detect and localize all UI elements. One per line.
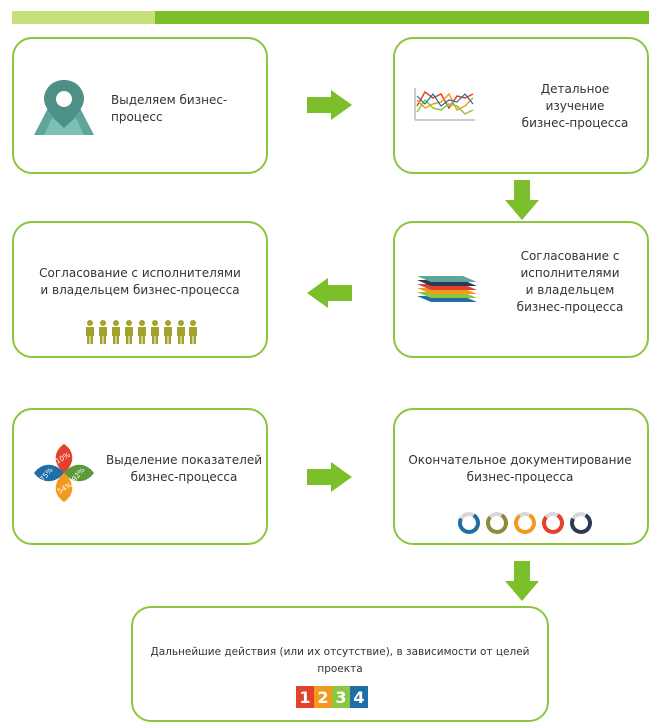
step-1-text: Выделяем бизнес-процесс <box>111 93 228 124</box>
step-6-box <box>393 408 649 545</box>
step-3-text: Согласование с исполнителями и владельце… <box>500 248 640 316</box>
number-3: 3 <box>335 688 346 707</box>
number-4: 4 <box>353 688 364 707</box>
step-3-line-4: бизнес-процесса <box>516 300 624 314</box>
step-2-line-1: Детальное изучение <box>540 82 610 113</box>
ring-icon <box>542 512 564 534</box>
step-2-line-2: бизнес-процесса <box>521 116 629 130</box>
step-4-line-1: Согласование с исполнителями <box>39 266 241 280</box>
progress-bar-light <box>12 11 155 24</box>
ring-row <box>458 512 592 534</box>
step-5-line-2: бизнес-процесса <box>130 470 238 484</box>
stacked-layers-icon <box>417 276 477 302</box>
step-6-line-2: бизнес-процесса <box>466 470 574 484</box>
step-3-line-2: исполнителями <box>520 266 620 280</box>
petal-diagram-icon: 10% 92% 75% 54% <box>34 444 94 502</box>
arrow-right-icon <box>307 462 352 492</box>
number-2: 2 <box>317 688 328 707</box>
ring-icon <box>514 512 536 534</box>
step-5-text: Выделение показателей бизнес-процесса <box>104 452 264 486</box>
step-4-line-2: и владельцем бизнес-процесса <box>40 283 240 297</box>
map-pin-icon <box>34 80 94 135</box>
arrow-down-icon <box>505 561 539 601</box>
ring-icon <box>458 512 480 534</box>
progress-bar-dark <box>155 11 649 24</box>
line-chart-icon <box>414 88 475 121</box>
step-5-line-1: Выделение показателей <box>105 453 263 467</box>
step-4-text: Согласование с исполнителями и владельце… <box>20 265 260 299</box>
step-2-box <box>393 37 649 174</box>
numbers-icon: 1 2 3 4 <box>296 686 368 708</box>
step-3-line-1: Согласование с <box>520 249 620 263</box>
people-icon <box>86 320 197 344</box>
arrow-down-icon <box>505 180 539 220</box>
number-1: 1 <box>299 688 310 707</box>
arrow-left-icon <box>307 278 352 308</box>
step-7-text: Дальнейшие действия (или их отсутствие),… <box>150 646 530 675</box>
arrow-right-icon <box>307 90 352 120</box>
step-2-text: Детальное изучение бизнес-процесса <box>510 81 640 132</box>
ring-icon <box>570 512 592 534</box>
ring-icon <box>486 512 508 534</box>
step-6-line-1: Окончательное документирование <box>408 453 632 467</box>
step-6-text: Окончательное документирование бизнес-пр… <box>400 452 640 486</box>
step-3-line-3: и владельцем <box>525 283 615 297</box>
